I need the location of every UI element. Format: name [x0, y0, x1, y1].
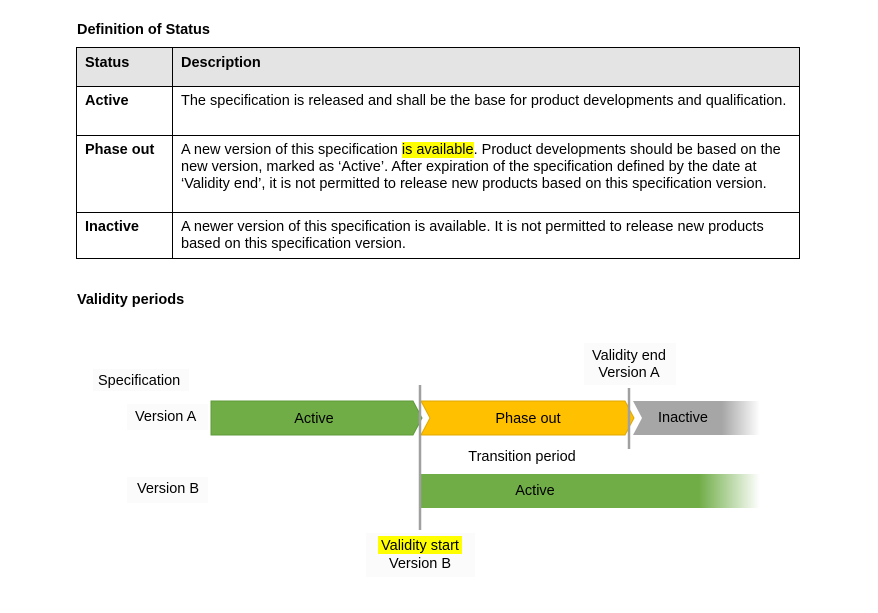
validity-heading: Validity periods [77, 292, 185, 308]
table-row: Active The specification is released and… [76, 86, 800, 136]
status-definition-table: Status Description Active The specificat… [76, 47, 800, 259]
status-inactive: Inactive [76, 212, 173, 259]
table-row: Phase out A new version of this specific… [76, 135, 800, 213]
validity-end-label-bg [584, 343, 676, 385]
header-description: Description [172, 47, 800, 87]
description-text: . Product developments should be based o… [181, 142, 781, 192]
table-row: Inactive A newer version of this specifi… [76, 212, 800, 259]
version-b-active-bar [421, 474, 760, 508]
version-b-label: Version B [137, 481, 199, 497]
validity-start-label-line1: Validity start [381, 538, 459, 554]
validity-start-highlight [378, 536, 462, 554]
version-a-inactive-bar [633, 401, 760, 435]
version-a-phase-out-label: Phase out [495, 411, 560, 427]
version-a-active-bar [210, 400, 423, 436]
definition-heading: Definition of Status [77, 22, 210, 38]
description-text: A new version of this specification [181, 142, 402, 158]
version-b-active-label: Active [515, 483, 555, 499]
description-inactive: A newer version of this specification is… [172, 212, 800, 259]
version-a-label: Version A [135, 409, 197, 425]
transition-label-bg [455, 444, 589, 471]
status-active: Active [76, 86, 173, 136]
validity-end-label-line2: Version A [598, 365, 660, 381]
status-phase-out: Phase out [76, 135, 173, 213]
version-a-inactive-label: Inactive [658, 410, 708, 426]
description-phase-out: A new version of this specification is a… [172, 135, 800, 213]
description-active: The specification is released and shall … [172, 86, 800, 136]
transition-period-label: Transition period [468, 449, 575, 465]
highlighted-text: is available [401, 142, 474, 158]
version-a-phase-out-bar [420, 400, 635, 436]
specification-label: Specification [98, 373, 180, 389]
specification-label-bg [93, 369, 189, 391]
table-header-row: Status Description [76, 47, 800, 87]
validity-end-label-line1: Validity end [592, 348, 666, 364]
version-a-label-bg [127, 404, 208, 430]
version-b-label-bg [127, 477, 208, 503]
validity-start-label-line2: Version B [389, 556, 451, 572]
version-a-active-label: Active [294, 411, 334, 427]
